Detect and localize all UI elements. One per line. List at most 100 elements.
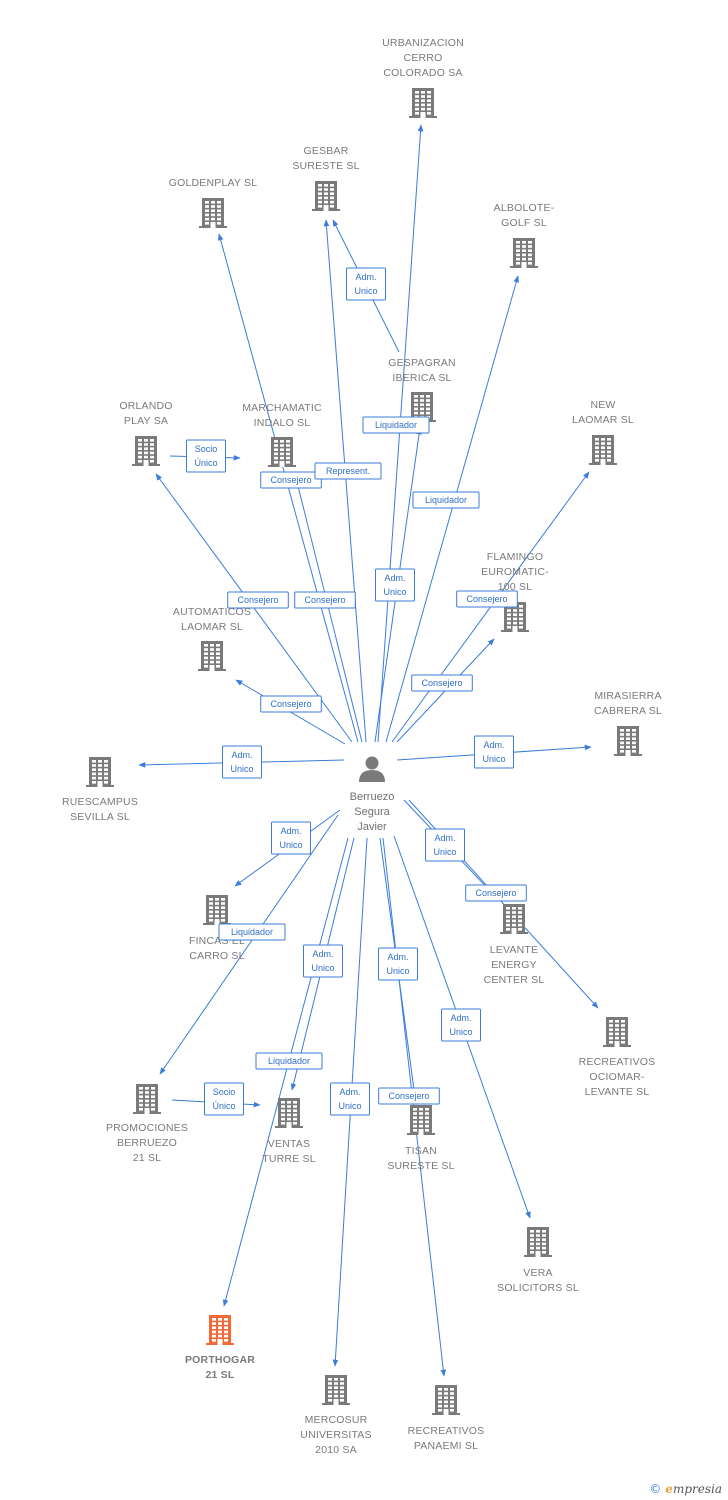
company-label: ORLANDO bbox=[119, 400, 172, 412]
edge-label-gespagran-to-gesbar[interactable]: Adm.Unico bbox=[346, 267, 386, 301]
company-label: GESBAR bbox=[304, 145, 349, 157]
company-label: UNIVERSITAS bbox=[300, 1429, 371, 1441]
edge-label-center-to-levante[interactable]: Adm. Unico bbox=[425, 828, 465, 862]
edge-label-text: Adm. bbox=[450, 1013, 471, 1023]
edge-label-center-to-gesbar[interactable]: Consejero bbox=[294, 591, 356, 609]
edge-label-center-to-automaticos[interactable]: Consejero bbox=[260, 695, 322, 713]
edge-label-box bbox=[378, 947, 418, 981]
edge-label-text: Consejero bbox=[304, 595, 345, 605]
edge-label-center-to-newlaomar[interactable]: Consejero bbox=[456, 590, 518, 608]
edge-label-text: Unico bbox=[482, 754, 505, 764]
edge-label-text: Unico bbox=[433, 847, 456, 857]
edge-label-text: Consejero bbox=[466, 594, 507, 604]
company-label: BERRUEZO bbox=[117, 1137, 177, 1149]
company-label: IBERICA SL bbox=[392, 372, 451, 384]
edge-center-to-marchamatic bbox=[294, 477, 363, 743]
building-icon bbox=[409, 88, 437, 118]
company-label: 100 SL bbox=[498, 581, 532, 593]
edge-label-center-to-goldenplay[interactable]: Consejero bbox=[260, 471, 322, 489]
footer-brand: ©empresia bbox=[649, 1482, 722, 1496]
company-label: 21 SL bbox=[205, 1369, 234, 1381]
edge-label-box bbox=[330, 1082, 370, 1116]
edge-label-text: Único bbox=[194, 458, 217, 468]
edge-label-text: Consejero bbox=[388, 1091, 429, 1101]
company-label: GOLF SL bbox=[501, 217, 547, 229]
edge-label-center-to-mirasierra[interactable]: Adm.Unico bbox=[474, 735, 514, 769]
person-label: Segura bbox=[354, 806, 390, 818]
company-label: EUROMATIC- bbox=[481, 566, 549, 578]
company-label: OCIOMAR- bbox=[589, 1071, 645, 1083]
edge-label-box bbox=[222, 745, 262, 779]
edge-label-text: Consejero bbox=[270, 475, 311, 485]
company-label: GOLDENPLAY SL bbox=[169, 177, 258, 189]
company-label: LEVANTE bbox=[490, 944, 538, 956]
company-label: CABRERA SL bbox=[594, 705, 662, 717]
edge-label-center-to-vera[interactable]: Adm.Unico bbox=[441, 1008, 481, 1042]
edge-label-text: Socio bbox=[213, 1087, 236, 1097]
person-icon bbox=[359, 756, 385, 782]
edge-label-box bbox=[260, 695, 322, 713]
edge-label-text: Consejero bbox=[237, 595, 278, 605]
edge-label-center-to-ruescampus[interactable]: Adm.Unico bbox=[222, 745, 262, 779]
company-label: URBANIZACION bbox=[382, 37, 464, 49]
edge-label-text: Consejero bbox=[270, 699, 311, 709]
building-icon bbox=[432, 1385, 460, 1415]
edge-label-center-to-gespagran[interactable]: Liquidador bbox=[362, 416, 430, 434]
edge-label-center-to-porthogar[interactable]: Liquidador bbox=[255, 1052, 323, 1070]
company-label: SURESTE SL bbox=[387, 1160, 454, 1172]
edge-label-center-to-mercosur[interactable]: Adm.Unico bbox=[330, 1082, 370, 1116]
company-label: CENTER SL bbox=[484, 974, 545, 986]
edge-label-center-to-fincas[interactable]: Adm.Unico bbox=[271, 821, 311, 855]
edge-label-center-to-marchamatic[interactable]: Represent. bbox=[314, 462, 382, 480]
edge-label-center-to-promociones[interactable]: Liquidador bbox=[218, 923, 286, 941]
company-label: LAOMAR SL bbox=[572, 414, 634, 426]
building-icon bbox=[322, 1375, 350, 1405]
edge-label-text: Adm. bbox=[434, 833, 455, 843]
building-icon bbox=[603, 1017, 631, 1047]
edge-label-center-to-ventas[interactable]: Adm.Unico bbox=[303, 944, 343, 978]
edge-label-text: Adm. bbox=[387, 952, 408, 962]
edge-label-text: Unico bbox=[386, 966, 409, 976]
edge-label-center-to-urbanizacion[interactable]: Adm.Unico bbox=[375, 568, 415, 602]
edge-label-center-to-flamingo[interactable]: Consejero bbox=[411, 674, 473, 692]
edge-label-center-to-recreativos_panaemi[interactable]: Consejero bbox=[378, 1087, 440, 1105]
company-node-albolote[interactable]: ALBOLOTE-GOLF SL bbox=[494, 202, 555, 268]
edge-label-center-to-albolote[interactable]: Liquidador bbox=[412, 491, 480, 509]
edge-label-box bbox=[362, 416, 430, 434]
company-label: PROMOCIONES bbox=[106, 1122, 188, 1134]
building-icon bbox=[86, 757, 114, 787]
edge-label-center-to-tisan[interactable]: Adm. Unico bbox=[378, 947, 418, 981]
company-label: COLORADO SA bbox=[383, 67, 462, 79]
edge-label-text: Unico bbox=[279, 840, 302, 850]
edge-label-box bbox=[294, 591, 356, 609]
company-node-goldenplay[interactable]: GOLDENPLAY SL bbox=[169, 177, 258, 228]
company-label: SOLICITORS SL bbox=[497, 1282, 579, 1294]
edge-label-center-to-recreativos_ociomar[interactable]: Consejero bbox=[465, 884, 527, 902]
edge-label-center-to-orlando[interactable]: Consejero bbox=[227, 591, 289, 609]
edge-labels-layer: Adm.UnicoConsejeroAdm.UnicoConsejeroLiqu… bbox=[186, 267, 527, 1116]
